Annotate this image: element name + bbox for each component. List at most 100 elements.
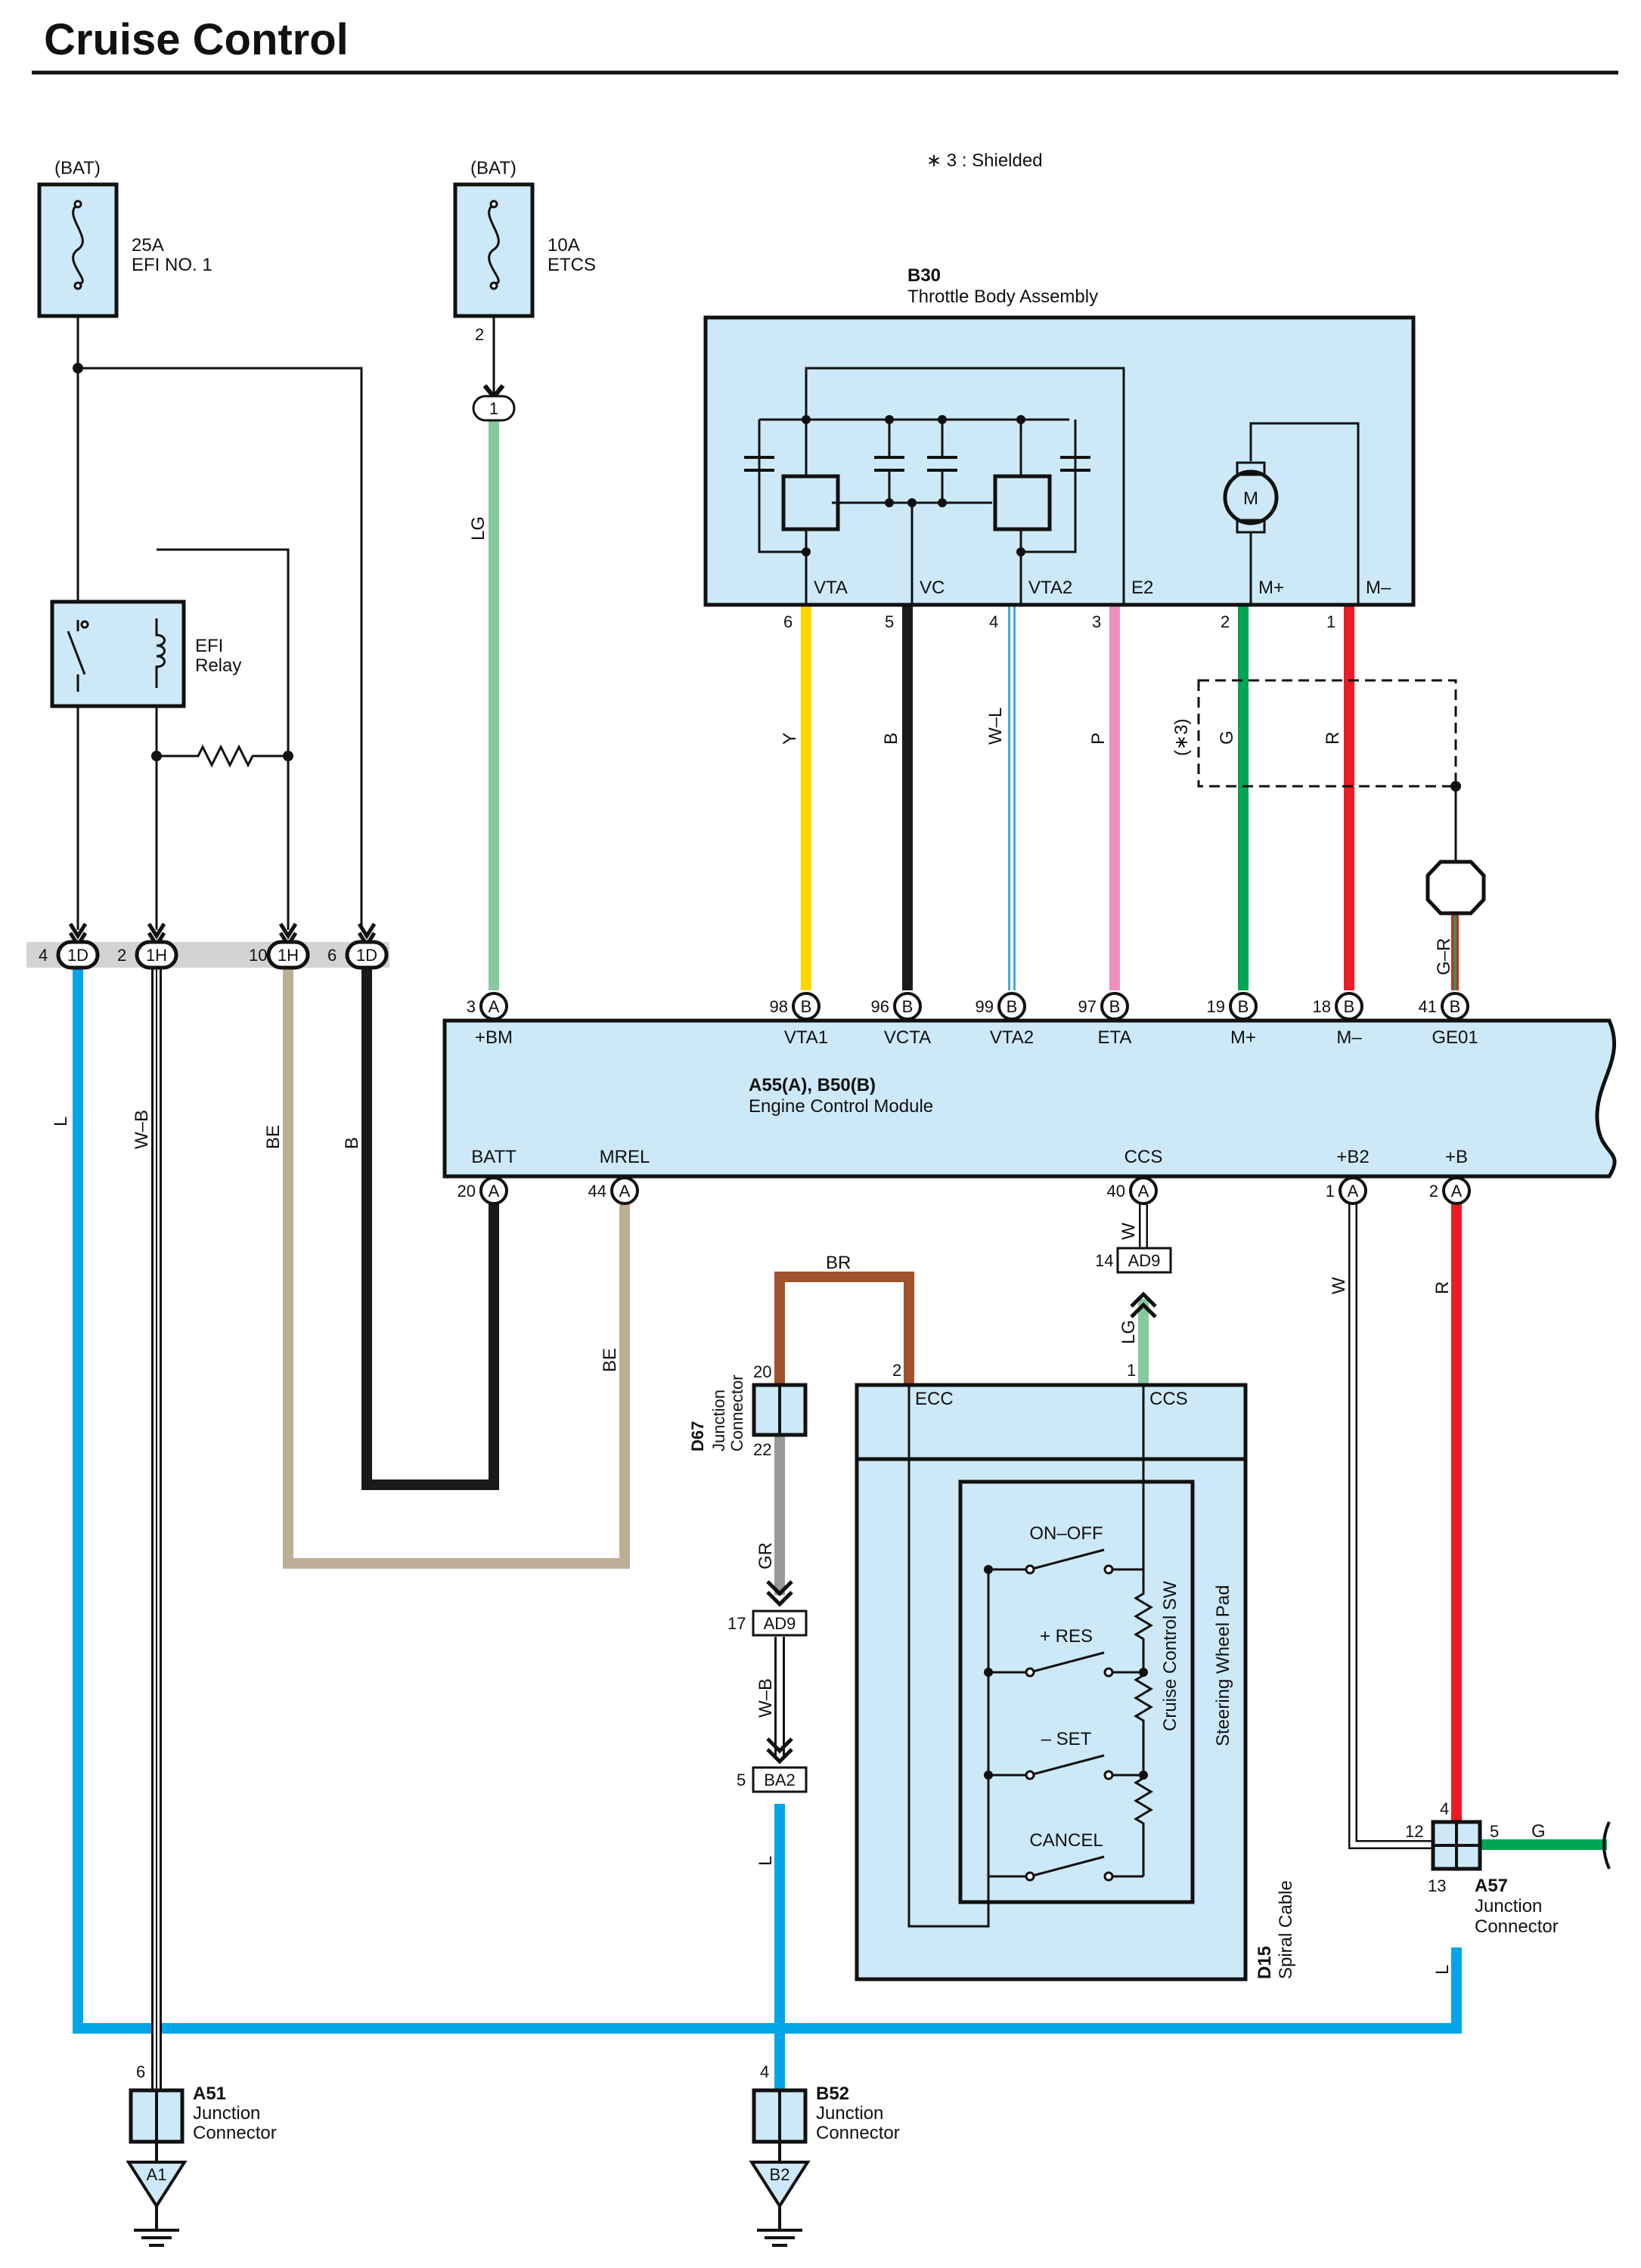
junction-pill <box>135 940 178 970</box>
ecm-pin <box>1441 992 1469 1021</box>
ecm-pin-number: 18 <box>1313 997 1331 1016</box>
ecm-pin <box>610 1176 639 1205</box>
b52-ground-label: B2 <box>770 2165 790 2184</box>
wire-w-b2 <box>1348 1194 1433 1849</box>
junction-wire-label: B <box>342 1137 362 1149</box>
b52-line1: Junction <box>816 2103 883 2124</box>
ecm-pin-label: VTA2 <box>990 1027 1034 1048</box>
ecm-module <box>442 1018 1617 1179</box>
ecm-pin-conn: B <box>902 997 914 1016</box>
label-lg-ccs: LG <box>1118 1320 1139 1344</box>
fuse-1-end <box>73 200 82 209</box>
ecm-pin-number: 44 <box>588 1182 606 1201</box>
node <box>802 415 811 424</box>
a57-pin-top: 4 <box>1440 1799 1449 1818</box>
b52-ground-triangle <box>749 2161 811 2209</box>
throttle-terminal-pin: 2 <box>1221 612 1230 631</box>
throttle-terminal-pin: 3 <box>1092 612 1101 631</box>
relay-coil-symbol <box>155 618 166 688</box>
resistor-ladder <box>1134 1569 1153 1876</box>
relay-resistor <box>157 744 288 768</box>
a57-pin-left: 12 <box>1405 1822 1423 1841</box>
junction-pill <box>56 940 100 970</box>
d67-code: D67 <box>688 1421 707 1452</box>
throttle-terminal-pin: 6 <box>783 612 793 631</box>
ecm-pin-number: 96 <box>871 997 889 1016</box>
ecm-pin <box>1335 992 1363 1021</box>
ecm-pin <box>1442 1176 1471 1205</box>
label-ccs-w: W <box>1118 1222 1139 1240</box>
wire-l-blue-loop <box>73 968 1462 2034</box>
d67-line2: Connector <box>727 1374 746 1452</box>
ecm-pin-number: 41 <box>1419 997 1437 1016</box>
relay-label-2: Relay <box>195 655 241 676</box>
a57-line2: Connector <box>1475 1916 1559 1937</box>
ecm-pin-label: +B <box>1445 1147 1468 1167</box>
sensor-vta2 <box>993 474 1052 531</box>
ecm-pin-label: +BM <box>475 1027 513 1048</box>
ecm-pin-number: 20 <box>458 1182 476 1201</box>
junction-pin-label: 2 <box>117 946 126 965</box>
a57-pin-right: 5 <box>1490 1822 1499 1841</box>
throttle-wire-label: B <box>881 733 901 745</box>
switch-label: CANCEL <box>1029 1830 1103 1851</box>
junction-conn-label: 1D <box>356 946 377 965</box>
throttle-terminal-pin: 4 <box>989 612 998 631</box>
ad9-bottom-pin: 17 <box>727 1614 746 1633</box>
a51-line2: Connector <box>193 2123 277 2143</box>
ecm-pin-label: BATT <box>471 1147 516 1167</box>
throttle-body <box>703 315 1416 607</box>
fuse-2-end <box>489 200 498 209</box>
d67-pin-top: 20 <box>753 1362 771 1381</box>
a51-ground-lines <box>134 2206 179 2247</box>
fuse-2-name: ETCS <box>548 255 596 275</box>
wire-lg-label: LG <box>468 516 489 541</box>
bat-label: (BAT) <box>54 158 101 178</box>
switch-label: – SET <box>1041 1729 1092 1749</box>
ba2-label: BA2 <box>764 1771 796 1789</box>
a57-pin-bottom: 13 <box>1428 1876 1446 1895</box>
throttle-wire-label: G <box>1217 730 1237 745</box>
d15-pin-ccs: 1 <box>1127 1361 1136 1380</box>
label-br: BR <box>826 1253 851 1273</box>
fuse-2-amp: 10A <box>548 235 580 256</box>
label-l-left: L <box>51 1117 71 1126</box>
ecm-pin-label: GE01 <box>1432 1027 1478 1048</box>
ecm-pin-conn: A <box>489 997 500 1016</box>
throttle-wire-label: W–L <box>985 708 1006 745</box>
throttle-terminal-pin: 1 <box>1326 612 1335 631</box>
node <box>73 363 83 373</box>
junction-conn-label: 1H <box>146 946 167 965</box>
sensor-vta <box>781 474 840 531</box>
shield-mark: (∗3) <box>1171 719 1192 756</box>
ecm-pin-number: 97 <box>1078 997 1097 1016</box>
ecm-pin-conn: A <box>619 1182 631 1201</box>
ad9-top <box>1116 1247 1172 1274</box>
a51-code: A51 <box>193 2084 226 2104</box>
ecm-pin-number: 99 <box>976 997 994 1016</box>
shield-note: ∗ 3 : Shielded <box>926 150 1043 171</box>
ecm-pin-conn: A <box>1348 1182 1359 1201</box>
ecm-pin <box>1100 992 1129 1021</box>
ecm-pin <box>479 992 508 1021</box>
label-b-r: R <box>1432 1281 1453 1294</box>
steering-pad-label: Steering Wheel Pad <box>1213 1585 1233 1746</box>
label-b2-w: W <box>1329 1277 1349 1294</box>
ccs-label: CCS <box>1149 1389 1188 1409</box>
throttle-wire-label: R <box>1323 732 1343 745</box>
ecm-pin-number: 3 <box>467 997 476 1016</box>
motor-brush-top <box>1236 461 1266 476</box>
d15-code: D15 <box>1255 1946 1275 1979</box>
d67-line1: Junction <box>709 1390 728 1452</box>
ad9-bottom <box>752 1610 808 1637</box>
switch-terminal <box>1025 1564 1035 1575</box>
shield-ground-symbol <box>1425 860 1486 916</box>
node <box>938 415 947 424</box>
ecc-label: ECC <box>915 1389 954 1409</box>
switch-terminal <box>1025 1770 1035 1780</box>
bat-label-2: (BAT) <box>470 158 516 178</box>
ecm-name: Engine Control Module <box>749 1096 933 1117</box>
